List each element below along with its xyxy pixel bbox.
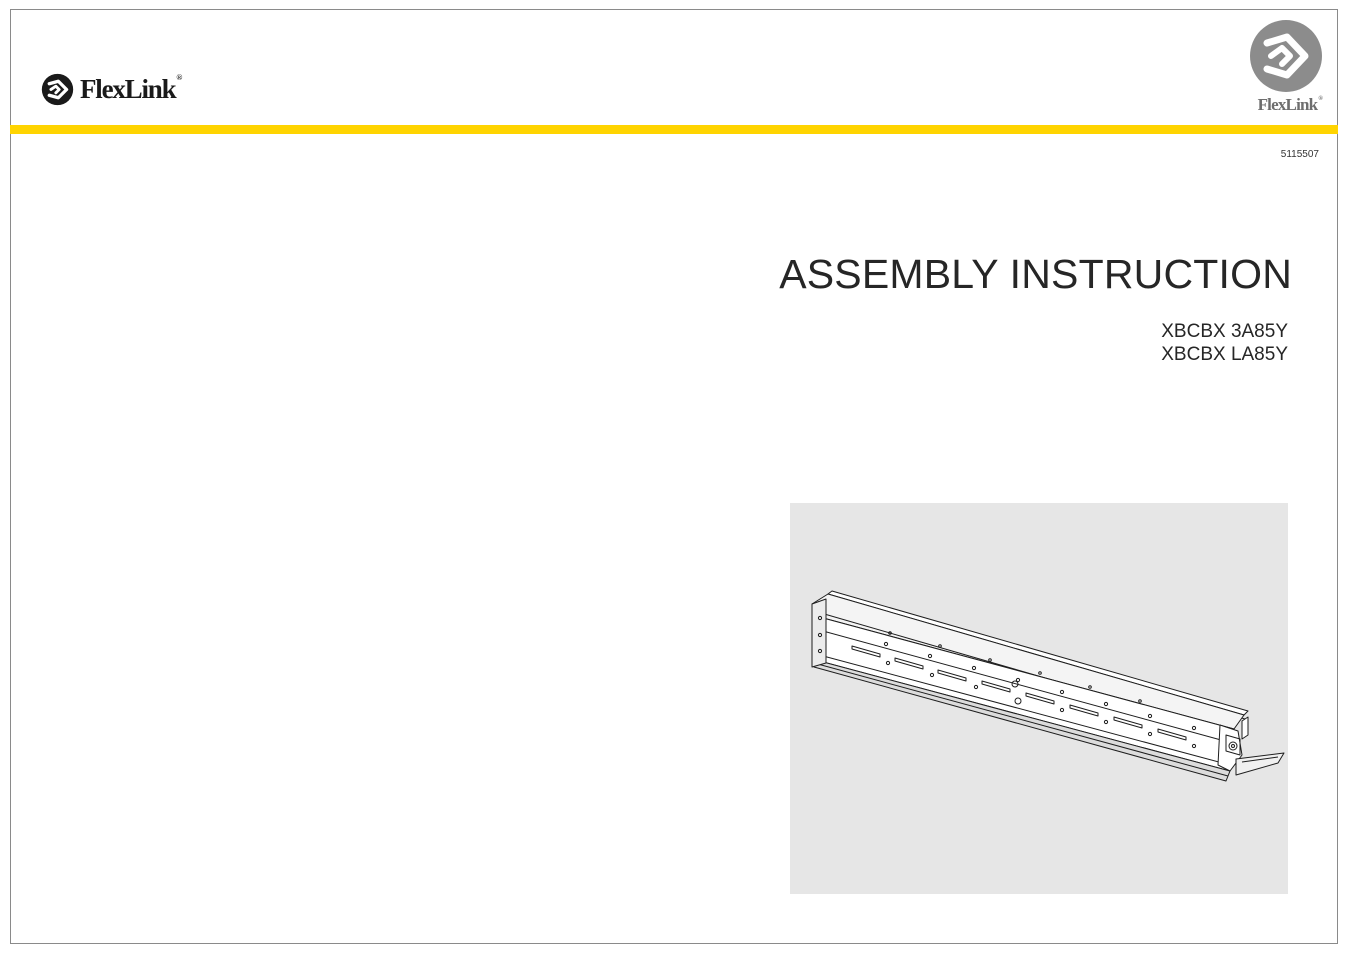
product-code-list: XBCBX 3A85Y XBCBX LA85Y <box>1161 320 1288 366</box>
registered-mark: ® <box>1318 96 1322 102</box>
registered-mark: ® <box>176 72 182 82</box>
header-accent-bar <box>10 125 1338 134</box>
document-title: ASSEMBLY INSTRUCTION <box>779 251 1292 297</box>
brand-wordmark-right: FlexLink® <box>1257 95 1323 114</box>
flexlink-arrow-icon <box>41 73 74 105</box>
document-number: 5115507 <box>1280 149 1319 160</box>
product-illustration <box>790 503 1288 894</box>
product-code: XBCBX LA85Y <box>1161 344 1288 365</box>
flexlink-arrow-icon <box>1250 20 1322 92</box>
conveyor-beam-drawing <box>811 590 1285 782</box>
product-code: XBCBX 3A85Y <box>1161 321 1288 342</box>
brand-logo-left: FlexLink® <box>41 72 182 106</box>
page-frame <box>10 9 1338 944</box>
brand-wordmark: FlexLink® <box>80 72 182 104</box>
